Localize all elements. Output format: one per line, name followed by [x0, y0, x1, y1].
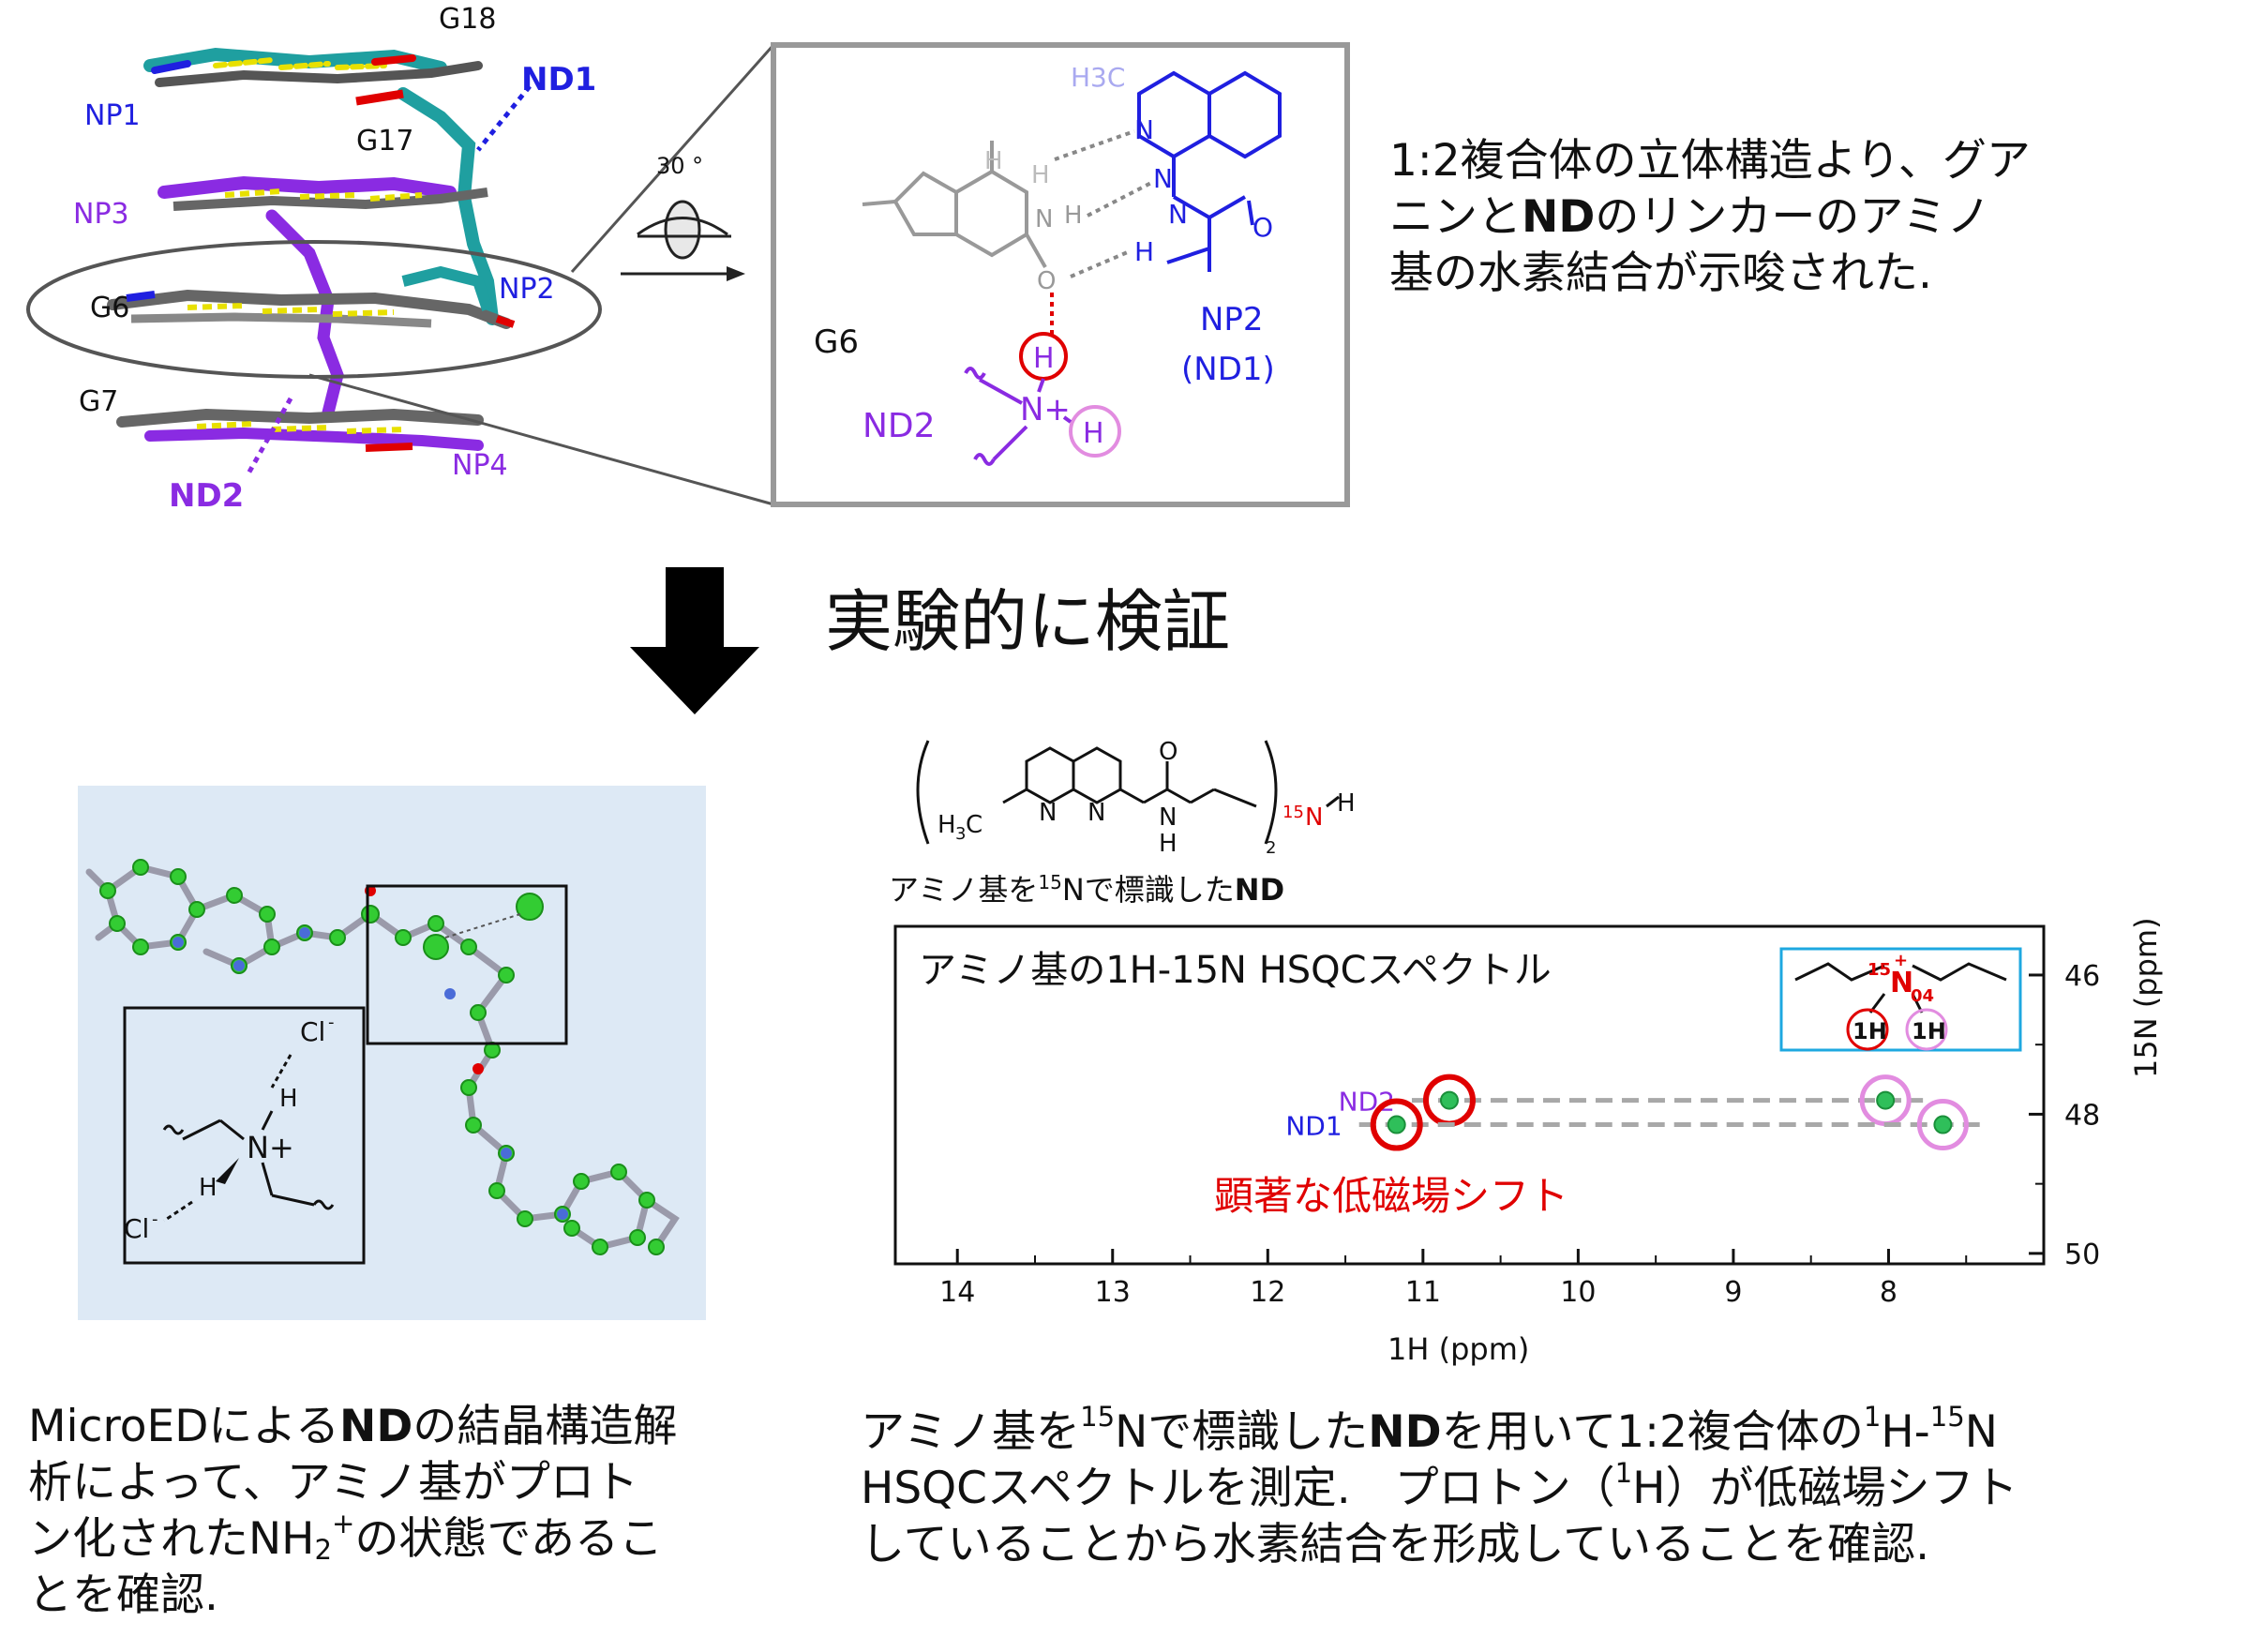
x-axis-label: 1H (ppm) — [1388, 1331, 1529, 1367]
svg-text:N: N — [1305, 803, 1323, 832]
h3c-label: H3C — [1071, 62, 1125, 93]
svg-text:O: O — [1037, 267, 1056, 295]
nd-structure-labels: H 3 C N N N H O 2 15 N H — [938, 738, 1356, 858]
svg-text:N: N — [1039, 799, 1057, 827]
svg-text:2: 2 — [1266, 838, 1276, 858]
x-tick-label: 13 — [1095, 1276, 1131, 1309]
label-g7: G7 — [79, 385, 118, 418]
label-np3: NP3 — [73, 198, 129, 231]
peak-highlight-circle — [1916, 1099, 1969, 1151]
svg-text:O: O — [1159, 738, 1178, 766]
x-tick-label: 8 — [1880, 1276, 1898, 1309]
svg-text:H: H — [938, 811, 956, 839]
zoom-g6-label: G6 — [814, 323, 859, 361]
label-g17: G17 — [356, 125, 413, 158]
h-atom: H — [1033, 342, 1055, 375]
x-tick-label: 9 — [1724, 1276, 1742, 1309]
chart-annotation: 顕著な低磁場シフト — [1214, 1173, 1568, 1219]
structure-3d: G18 ND1 NP1 G17 NP3 G6 NP2 G7 ND2 NP4 — [26, 3, 602, 515]
svg-text:-: - — [328, 1013, 335, 1032]
svg-text:-: - — [152, 1209, 158, 1229]
svg-text:N: N — [1088, 799, 1105, 827]
hsqc-chart: アミノ基の1H-15N HSQCスペクトル 14 13 12 11 10 9 8 46 48 50… — [893, 917, 2164, 1367]
svg-text:H: H — [1337, 789, 1356, 818]
svg-text:Cl: Cl — [124, 1213, 149, 1244]
svg-text:O: O — [1252, 212, 1273, 243]
down-arrow-icon — [630, 567, 759, 714]
x-tick-label: 10 — [1560, 1276, 1596, 1309]
x-tick-label: 11 — [1405, 1276, 1441, 1309]
svg-text:H: H — [1083, 417, 1104, 450]
svg-text:04: 04 — [1911, 986, 1934, 1006]
y-axis-label: 15N (ppm) — [2128, 917, 2164, 1078]
svg-text:+: + — [1894, 951, 1908, 970]
nd-caption: アミノ基を15Nで標識したND — [889, 871, 1284, 908]
svg-text:N: N — [1168, 199, 1188, 230]
top-description: 1:2複合体の立体構造より、グア ニンとNDのリンカーのアミノ 基の水素結合が示… — [1389, 135, 2031, 299]
label-np1: NP1 — [84, 99, 141, 132]
peak-point — [1387, 1115, 1406, 1134]
zoom-np2-label: NP2 — [1200, 301, 1264, 338]
chart-title: アミノ基の1H-15N HSQCスペクトル — [919, 949, 1552, 992]
zoom-nd2-label: ND2 — [862, 407, 936, 445]
svg-text:C: C — [966, 811, 982, 839]
zoom-panel: H3C N N H N O NP2 (ND1) H H N H O G6 H — [771, 42, 1350, 507]
label-nd2: ND2 — [169, 477, 244, 515]
svg-text:Cl: Cl — [300, 1016, 325, 1047]
label-np4: NP4 — [452, 449, 508, 482]
label-g6: G6 — [90, 292, 129, 324]
peak-point — [1933, 1115, 1953, 1134]
peak-point — [1876, 1090, 1896, 1110]
svg-text:H: H — [1064, 202, 1083, 230]
svg-text:H: H — [1159, 830, 1178, 858]
svg-text:1H: 1H — [1912, 1018, 1946, 1044]
svg-text:H: H — [199, 1174, 218, 1202]
svg-text:15: 15 — [1282, 803, 1304, 822]
nd-structure — [916, 740, 1340, 845]
svg-text:3: 3 — [955, 824, 966, 844]
y-tick-label: 48 — [2064, 1099, 2100, 1132]
label-np2: NP2 — [499, 273, 555, 306]
rotation-indicator: 30 ° — [621, 153, 745, 281]
zoom-line-top — [570, 44, 775, 273]
svg-text:N+: N+ — [247, 1130, 294, 1165]
label-nd1: ND1 — [521, 61, 596, 98]
svg-text:H: H — [984, 147, 1003, 175]
n-plus-label: N+ — [1020, 391, 1071, 428]
x-tick-label: 12 — [1250, 1276, 1285, 1309]
svg-text:1H: 1H — [1852, 1018, 1887, 1044]
label-g18: G18 — [439, 3, 496, 36]
svg-text:N: N — [1890, 967, 1913, 999]
svg-text:H: H — [279, 1085, 298, 1113]
svg-text:N: N — [1134, 114, 1154, 145]
pink-h-circle — [1069, 405, 1121, 458]
bottom-right-description: アミノ基を15Nで標識したNDを用いて1:2複合体の1H-15N HSQCスペク… — [861, 1401, 2018, 1570]
svg-text:N: N — [1153, 163, 1173, 194]
svg-text:15: 15 — [1868, 960, 1891, 980]
crystal-panel: Cl - H N+ H Cl - — [78, 786, 706, 1320]
svg-text:30 °: 30 ° — [656, 153, 703, 179]
crystal-highlight-box — [366, 884, 568, 1045]
x-tick-label: 14 — [939, 1276, 975, 1309]
y-tick-label: 46 — [2064, 960, 2100, 993]
peak-point — [1439, 1090, 1459, 1110]
bottom-left-description: MicroEDによるNDの結晶構造解 析によって、アミノ基がプロト ン化されたN… — [28, 1401, 678, 1621]
zoom-line-bottom — [308, 373, 774, 506]
svg-text:H: H — [1134, 236, 1154, 267]
y-tick-label: 50 — [2064, 1239, 2100, 1271]
series-label: ND1 — [1285, 1111, 1342, 1142]
svg-text:N: N — [1035, 205, 1053, 233]
svg-text:H: H — [1031, 161, 1050, 189]
peak-highlight-circle — [1370, 1098, 1423, 1151]
verify-label: 実験的に検証 — [825, 582, 1230, 661]
crystal-inset — [123, 1006, 366, 1265]
svg-text:N: N — [1159, 803, 1177, 832]
zoom-nd1-label: (ND1) — [1181, 351, 1275, 388]
